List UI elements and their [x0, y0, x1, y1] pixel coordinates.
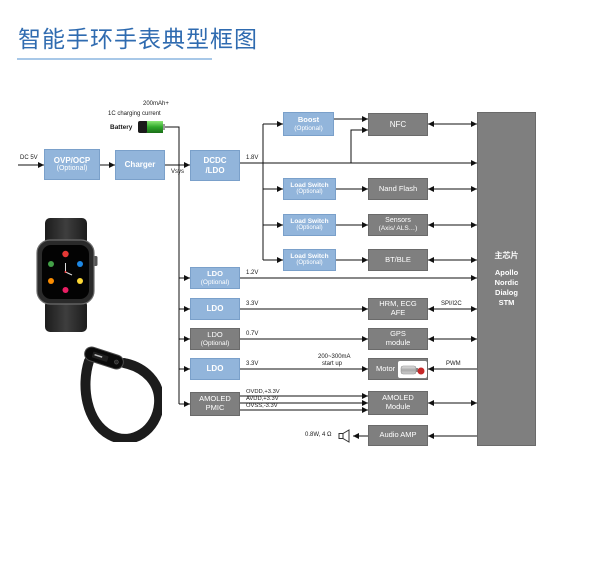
motor-startup-note: start up — [322, 361, 343, 367]
load-switch-3: Load Switch (Optional) — [283, 249, 336, 271]
vendor-nordic: Nordic — [494, 277, 519, 287]
amoled-module-label: AMOLED — [382, 393, 414, 403]
gps-label: GPS — [390, 329, 406, 339]
ovp-ocp-block: OVP/OCP (Optional) — [44, 149, 100, 180]
nfc-block: NFC — [368, 113, 428, 136]
nfc-label: NFC — [389, 119, 407, 129]
amoled-module-sub: Module — [385, 402, 411, 411]
ovp-ocp-label: OVP/OCP — [53, 155, 91, 165]
ldo-4-label: LDO — [206, 364, 224, 374]
ldo-2-block: LDO — [190, 298, 240, 320]
bt-ble-label: BT/BLE — [385, 254, 411, 264]
ldo-3-optional: (Optional) — [200, 339, 230, 347]
band-capsule — [84, 346, 124, 370]
rail-1v8-label: 1.8V — [246, 155, 259, 161]
load-switch-2-label: Load Switch — [290, 217, 329, 225]
battery-capacity: 200mAh+ — [143, 101, 169, 107]
load-switch-1: Load Switch (Optional) — [283, 178, 336, 200]
page-title: 智能手环手表典型框图 — [18, 27, 258, 53]
band-strap — [80, 356, 162, 442]
ovp-ocp-optional: (Optional) — [56, 165, 88, 173]
pwm-label: PWM — [446, 361, 461, 367]
ldo-1-block: LDO (Optional) — [190, 267, 240, 289]
charger-label: Charger — [124, 160, 156, 170]
boost-optional: (Optional) — [294, 124, 323, 132]
ldo-2-label: LDO — [206, 304, 224, 314]
boost-label: Boost — [297, 114, 320, 124]
rail-3v3-hrm-label: 3.3V — [246, 301, 259, 307]
load-switch-3-label: Load Switch — [290, 252, 329, 260]
sensors-block: Sensors (Axis/ ALS…) — [368, 214, 428, 236]
nand-flash-block: Nand Flash — [368, 178, 428, 200]
battery-label: Battery — [110, 124, 133, 131]
gps-module-label: module — [385, 338, 411, 347]
amoled-module-block: AMOLED Module — [368, 391, 428, 415]
rail-0v7-label: 0.7V — [246, 331, 259, 337]
main-chip-label: 主芯片 — [494, 250, 519, 260]
title-underline — [17, 58, 212, 60]
hrm-ecg-block: HRM, ECG AFE — [368, 298, 428, 320]
rail-avdd-label: AVDD,+3.3V — [246, 396, 279, 402]
amoled-pmic-block: AMOLED PMIC — [190, 392, 240, 416]
wristband-image — [80, 346, 162, 442]
vendor-apollo: Apollo — [494, 267, 519, 277]
vendor-dialog: Dialog — [495, 287, 518, 297]
watch-face-complications — [48, 250, 83, 293]
wire-battery-to-vsys — [165, 126, 180, 165]
wire-1v8-to-nfc — [350, 127, 368, 163]
pmic-amoled-label: AMOLED — [199, 394, 231, 404]
vsys-label: Vsys — [171, 169, 185, 175]
smartwatch-image — [36, 218, 98, 332]
ldo-1-optional: (Optional) — [200, 278, 230, 286]
dcdc-ldo-block: DCDC /LDO — [190, 150, 240, 181]
nand-flash-label: Nand Flash — [378, 183, 418, 193]
main-chip-block: 主芯片 Apollo Nordic Dialog STM — [477, 112, 536, 446]
ldo-3-label: LDO — [207, 329, 223, 339]
bt-ble-block: BT/BLE — [368, 249, 428, 271]
spi-i2c-label: SPI/I2C — [441, 301, 462, 307]
load-switch-3-optional: (Optional) — [296, 260, 323, 267]
rail-3v3-motor-label: 3.3V — [246, 361, 259, 367]
boost-block: Boost (Optional) — [283, 112, 334, 136]
motor-block: Motor — [368, 358, 428, 380]
motor-startup-current: 200~300mA — [318, 354, 351, 360]
battery-icon — [138, 121, 165, 133]
load-switch-1-label: Load Switch — [290, 181, 329, 189]
ldo-4-block: LDO — [190, 358, 240, 380]
pmic-label: PMIC — [205, 403, 225, 412]
rail-ovss-label: OVSS,-3.3V — [246, 403, 278, 409]
dcdc-label: DCDC — [203, 156, 227, 166]
rail-1v2-label: 1.2V — [246, 270, 259, 276]
ldo-1-label: LDO — [207, 268, 223, 278]
audio-amp-label: Audio AMP — [379, 430, 417, 440]
load-switch-2-optional: (Optional) — [296, 225, 323, 232]
gps-block: GPS module — [368, 328, 428, 350]
hrm-afe-label: AFE — [390, 308, 406, 317]
ldo-3-block: LDO (Optional) — [190, 328, 240, 350]
dc-input-label: DC 5V — [20, 155, 38, 161]
speaker-icon — [338, 429, 350, 443]
rail-ovdd-label: OVDD,+3.3V — [246, 389, 280, 395]
dcdc-ldo-label: /LDO — [205, 165, 225, 175]
charger-block: Charger — [115, 150, 165, 180]
watch-band-bottom — [45, 300, 87, 332]
audio-amp-block: Audio AMP — [368, 425, 428, 446]
sensors-label: Sensors — [385, 217, 411, 225]
hrm-ecg-label: HRM, ECG — [379, 299, 417, 309]
battery-charge-rate: 1C charging current — [108, 111, 161, 117]
speaker-spec-label: 0.8W, 4 Ω — [305, 432, 332, 438]
load-switch-1-optional: (Optional) — [296, 189, 323, 196]
motor-label: Motor — [376, 363, 396, 373]
motor-icon — [398, 361, 427, 378]
vendor-stm: STM — [498, 297, 515, 307]
load-switch-2: Load Switch (Optional) — [283, 214, 336, 236]
sensors-types: (Axis/ ALS…) — [378, 225, 418, 233]
